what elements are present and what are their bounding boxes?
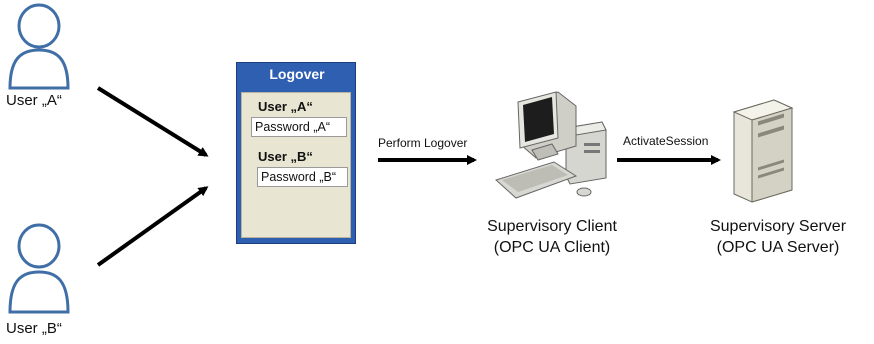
user-b-field-label: User „B“ <box>258 149 313 164</box>
client-subtitle: (OPC UA Client) <box>493 239 611 256</box>
server-subtitle: (OPC UA Server) <box>716 239 840 256</box>
computer-icon <box>495 91 607 199</box>
password-b-field[interactable]: Password „B“ <box>257 167 348 187</box>
user-b-icon <box>8 223 70 314</box>
user-a-field-label: User „A“ <box>258 99 313 114</box>
logover-title: Logover <box>269 66 325 82</box>
perform-logover-label: Perform Logover <box>378 136 468 150</box>
client-title: Supervisory Client <box>487 218 617 235</box>
password-a-field[interactable]: Password „A“ <box>251 117 347 137</box>
arrow-user-b-to-logover <box>96 186 209 267</box>
logover-form: User „A“ Password „A“ User „B“ Password … <box>241 92 351 238</box>
user-b-label: User „B“ <box>6 320 62 337</box>
user-a-label: User „A“ <box>6 92 62 109</box>
activate-session-label: ActivateSession <box>623 134 709 148</box>
user-a-icon <box>8 3 70 90</box>
arrow-user-a-to-logover <box>96 86 209 157</box>
server-icon <box>732 99 794 203</box>
server-title: Supervisory Server <box>709 218 847 235</box>
logover-panel: Logover User „A“ Password „A“ User „B“ P… <box>236 62 356 244</box>
